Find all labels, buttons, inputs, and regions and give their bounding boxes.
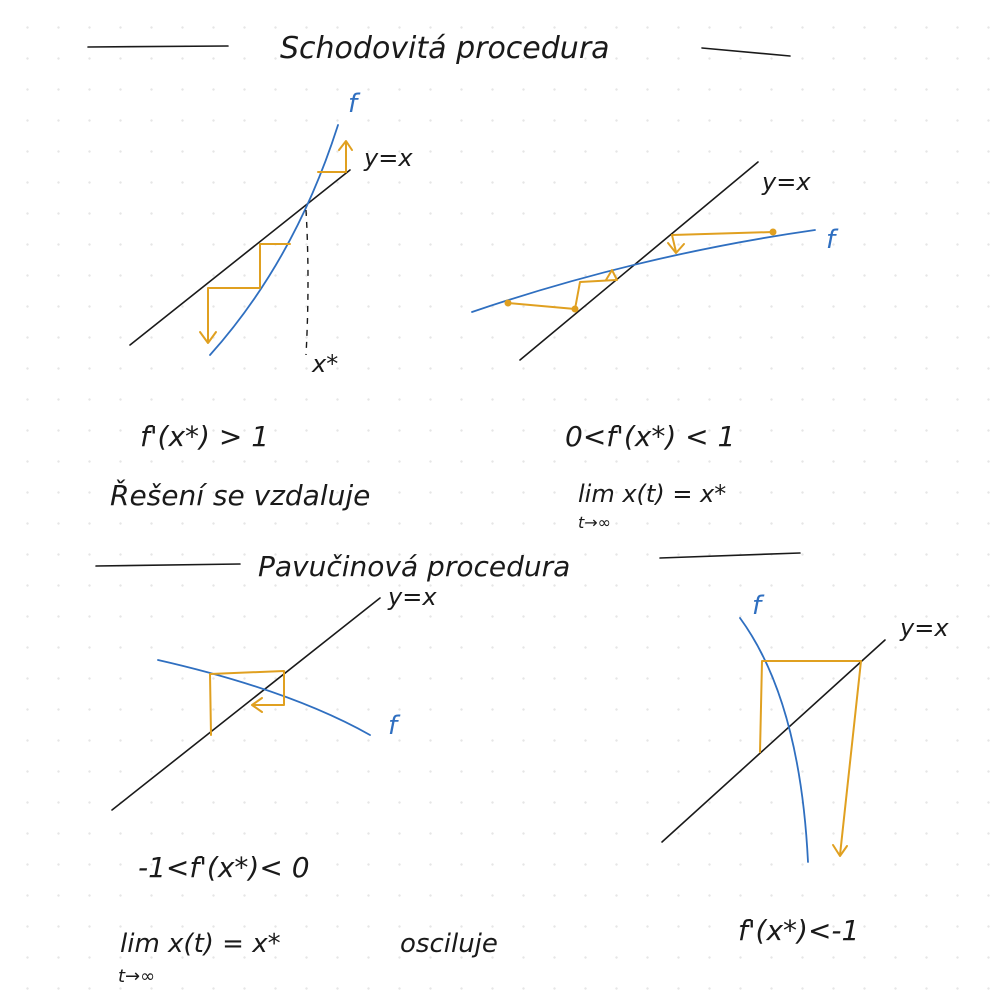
note-text: Řešení se vzdaluje [110, 478, 370, 512]
arrow-down-icon [667, 242, 685, 254]
line-label: y=x [899, 614, 949, 642]
arrow-down-icon [832, 844, 848, 857]
condition-text: f'(x*) > 1 [140, 420, 269, 453]
curve-label: f [826, 225, 839, 255]
cobweb-path [759, 660, 862, 856]
title-pavucinova: Pavučinová procedura [258, 550, 570, 583]
limit-subscript: t→∞ [578, 513, 611, 532]
cobweb-path [209, 670, 285, 736]
condition-text: 0<f'(x*) < 1 [565, 420, 735, 453]
arrow-left-icon [251, 697, 263, 713]
line-label: y=x [761, 168, 811, 196]
limit-subscript: t→∞ [118, 966, 155, 987]
title-2-rule-right [659, 552, 801, 559]
line-label: y=x [387, 583, 437, 611]
panel-staircase-diverging: y=x f x* f'(x*) > 1 Řešení se vzdaluje [110, 89, 413, 512]
function-curve [471, 229, 816, 313]
iterate-dot [769, 228, 777, 236]
cobweb-path-lower [207, 243, 291, 343]
fixed-point-marker [305, 209, 309, 356]
identity-line [661, 639, 886, 843]
identity-line [129, 169, 351, 346]
curve-label: f [348, 89, 361, 119]
arrow-up-icon [605, 269, 618, 281]
title-1-rule-right [701, 47, 791, 57]
line-label: y=x [363, 144, 413, 172]
curve-label: f [752, 591, 765, 621]
title-1-rule-left [87, 45, 229, 48]
function-curve [157, 659, 371, 736]
condition-text: -1<f'(x*)< 0 [138, 851, 310, 884]
cobweb-path-lower [507, 279, 617, 310]
cobweb-path-upper [671, 231, 774, 253]
fixed-point-label: x* [311, 350, 338, 378]
title-2-rule-left [95, 563, 241, 567]
limit-text: lim x(t) = x* [578, 480, 726, 508]
panel-cobweb-diverging: y=x f f'(x*)<-1 [661, 591, 949, 947]
function-curve [209, 124, 339, 356]
iterate-dot [504, 299, 512, 307]
condition-text: f'(x*)<-1 [738, 914, 859, 947]
arrow-down-icon [199, 331, 217, 344]
curve-label: f [388, 711, 401, 741]
identity-line [111, 597, 381, 811]
iterate-dot [571, 305, 579, 313]
cobweb-path-upper [317, 141, 347, 173]
limit-suffix: osciluje [400, 929, 498, 959]
title-schodovita: Schodovitá procedura [280, 31, 610, 66]
panel-cobweb-converging: y=x f -1<f'(x*)< 0 lim x(t) = x* osciluj… [111, 583, 498, 987]
identity-line [519, 161, 759, 361]
limit-text: lim x(t) = x* [120, 929, 281, 959]
function-curve [739, 617, 809, 863]
panel-staircase-converging: y=x f 0<f'(x*) < 1 lim x(t) = x* t→∞ [471, 161, 839, 532]
arrow-up-icon [338, 140, 353, 151]
